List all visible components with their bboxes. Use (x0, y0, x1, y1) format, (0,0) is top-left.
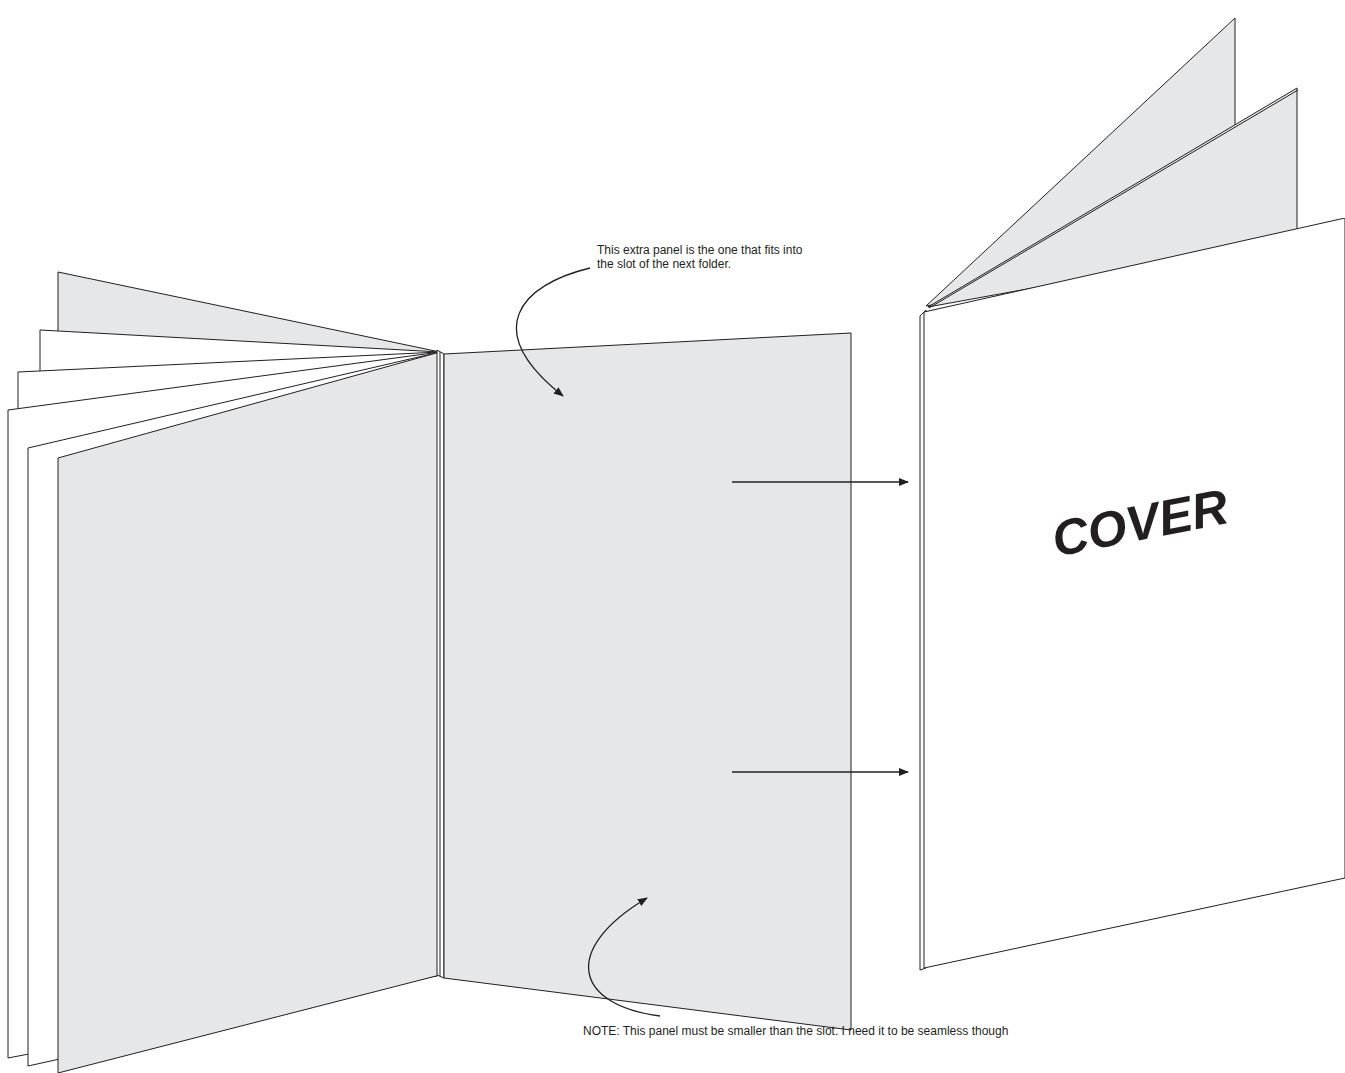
cover-outline (920, 218, 1345, 970)
insert-arrow (732, 771, 908, 772)
extra-panel (444, 333, 851, 1030)
callout-note: This extra panel is the one that fits in… (597, 243, 812, 271)
callout-note: NOTE: This panel must be smaller than th… (583, 1024, 1008, 1038)
front-page (58, 352, 440, 1073)
insert-arrow (732, 481, 908, 482)
leader-arrow (516, 268, 590, 396)
cover-shape (924, 218, 1345, 968)
spine (437, 350, 444, 978)
leader-arrow (589, 898, 660, 1016)
spine-line (440, 352, 441, 976)
cover-panel: COVER (920, 218, 1345, 970)
